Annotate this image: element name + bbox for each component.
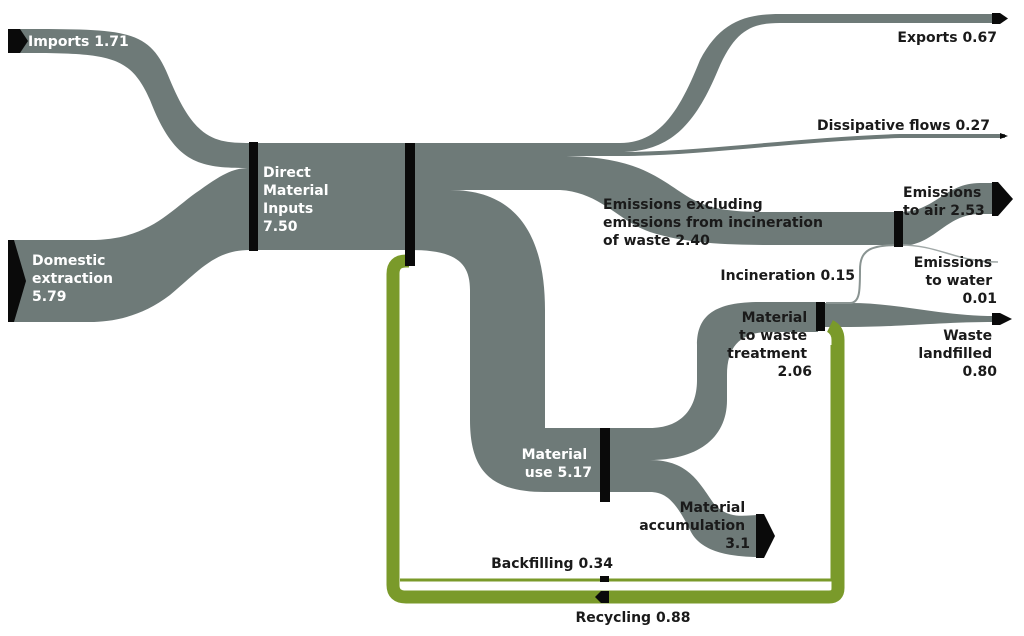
flow-emissions-water xyxy=(899,244,999,263)
node-dmi-left xyxy=(249,142,258,251)
node-landfilled xyxy=(992,313,1012,325)
labels: Imports 1.71 Domestic extraction 5.79 Di… xyxy=(28,30,997,626)
flow-dissipative xyxy=(410,134,1005,156)
node-accumulation xyxy=(756,514,775,558)
label-dmi: Direct Material Inputs 7.50 xyxy=(263,165,333,235)
flow-material-use xyxy=(410,190,605,492)
node-exports xyxy=(992,13,1008,24)
flow-imports xyxy=(20,29,250,168)
flow-accumulation xyxy=(605,460,760,557)
label-domestic: Domestic extraction 5.79 xyxy=(32,253,118,305)
node-recycling-arrow xyxy=(595,591,609,603)
label-exports: Exports 0.67 xyxy=(897,30,997,46)
nodes xyxy=(8,13,1013,603)
label-imports: Imports 1.71 xyxy=(28,34,129,50)
flow-backfilling xyxy=(400,345,834,582)
node-imports xyxy=(8,29,28,53)
flow-to-waste-treatment xyxy=(605,302,818,460)
flow-recycling xyxy=(386,254,845,604)
label-material-use: Material use 5.17 xyxy=(522,447,592,481)
label-emissions-air: Emissions to air 2.53 xyxy=(903,185,986,219)
label-backfilling: Backfilling 0.34 xyxy=(491,556,613,572)
node-emissions xyxy=(894,211,903,247)
label-waste-landfilled: Waste landfilled 0.80 xyxy=(918,328,997,380)
node-waste-treatment xyxy=(816,302,825,331)
label-emissions-water: Emissions to water 0.01 xyxy=(914,255,997,307)
flow-exports xyxy=(410,14,995,152)
flow-emissions-excl xyxy=(410,156,900,245)
node-dissipative xyxy=(1000,133,1008,139)
flow-links xyxy=(14,14,1005,557)
flow-incineration xyxy=(826,244,901,304)
label-waste-treatment: Material to waste treatment 2.06 xyxy=(727,310,812,380)
node-backfilling-marker xyxy=(600,576,609,582)
label-emissions-excl: Emissions excluding emissions from incin… xyxy=(603,197,828,249)
label-recycling: Recycling 0.88 xyxy=(575,610,690,626)
flow-emissions-air xyxy=(900,183,995,246)
label-dissipative: Dissipative flows 0.27 xyxy=(817,118,990,134)
flow-dmi-body xyxy=(250,143,410,250)
node-material-use xyxy=(600,428,610,502)
node-emissions-air xyxy=(992,182,1013,216)
flow-domestic xyxy=(14,168,250,322)
recycling-loop xyxy=(386,254,845,604)
label-accumulation: Material accumulation 3.1 xyxy=(639,500,750,552)
flow-landfilled xyxy=(824,303,995,327)
node-dmi-right xyxy=(405,143,415,266)
label-incineration: Incineration 0.15 xyxy=(720,268,855,284)
node-domestic xyxy=(8,240,26,322)
